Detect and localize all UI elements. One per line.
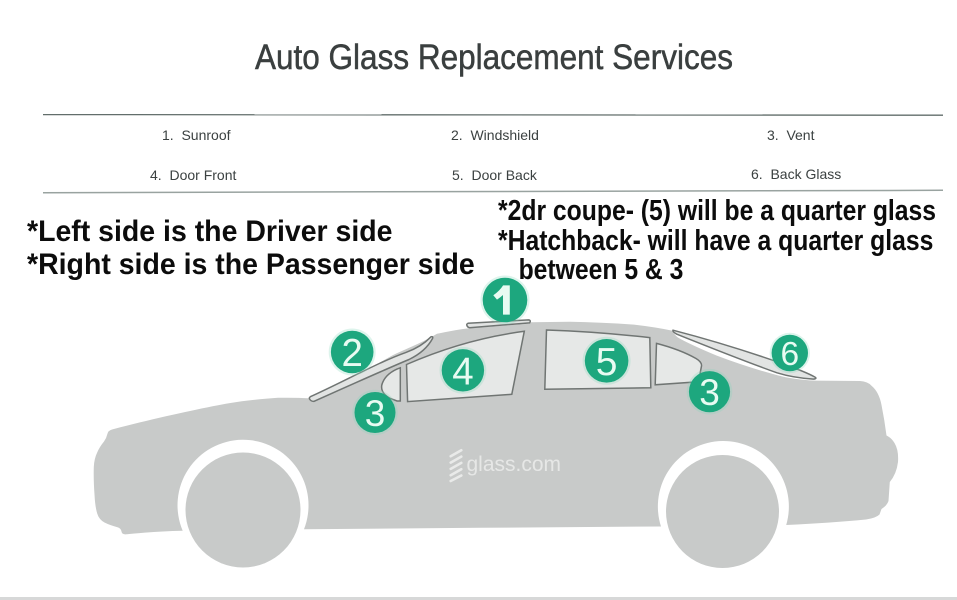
- svg-text:2: 2: [341, 332, 362, 375]
- svg-text:3: 3: [365, 393, 386, 434]
- svg-text:6: 6: [780, 336, 799, 373]
- svg-text:4: 4: [452, 350, 473, 393]
- svg-text:glass.com: glass.com: [467, 453, 562, 476]
- svg-text:5: 5: [596, 341, 618, 384]
- svg-text:3: 3: [699, 372, 720, 413]
